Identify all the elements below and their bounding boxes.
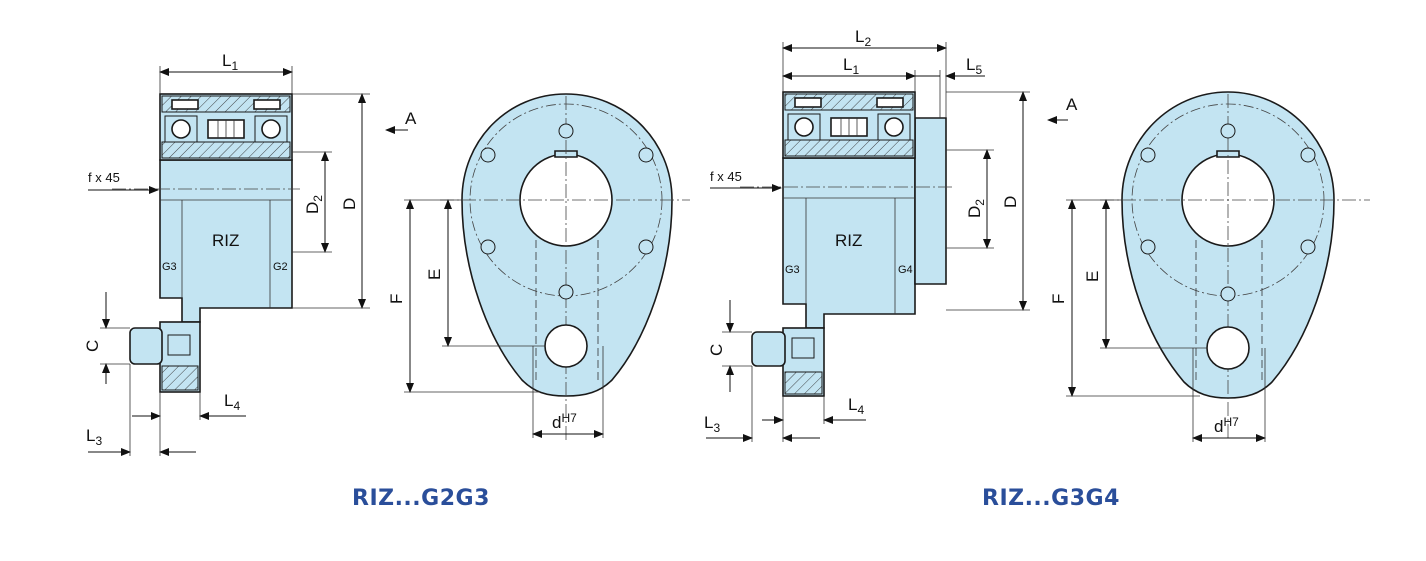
bolt-hole-tr [1300, 147, 1316, 163]
dim-f: F [1049, 294, 1068, 304]
groove-right-label: G2 [273, 261, 288, 273]
bearing-ball-right [884, 117, 904, 137]
chamfer-label: f x 45 [710, 169, 742, 184]
dim-l2: L2 [855, 27, 871, 49]
groove-right-label: G4 [898, 264, 913, 276]
pin [751, 331, 786, 367]
caption: RIZ...G2G3 [352, 486, 490, 511]
pin-bore [791, 337, 815, 359]
bolt-hole-br [638, 239, 654, 255]
diagram-riz-g3g4: RIZ G3 G4 L2 L1 L5 D [704, 27, 1370, 511]
dim-c: C [83, 340, 102, 352]
pin-hole [1206, 326, 1250, 370]
side-dimensions: L2 L1 L5 D D2 f x 45 A [704, 27, 1078, 442]
top-hole [558, 123, 574, 139]
lever-hatch [161, 365, 199, 391]
dim-c: C [707, 344, 726, 356]
dim-l4: L4 [224, 391, 240, 413]
dim-d: D [340, 198, 359, 210]
ring-hatch [161, 141, 291, 159]
dim-d2: D2 [965, 199, 987, 218]
dim-f: F [387, 294, 406, 304]
pin-bore [167, 334, 191, 356]
view-label: A [405, 109, 417, 128]
body-label: RIZ [212, 231, 239, 250]
dim-e: E [1083, 271, 1102, 282]
keyway [1216, 150, 1240, 158]
front-view [440, 93, 690, 440]
dim-d: D [1001, 196, 1020, 208]
side-view: RIZ G3 G4 [740, 91, 955, 397]
dim-l1: L1 [222, 51, 238, 73]
dim-l3: L3 [704, 413, 720, 435]
bolt-hole-tr [638, 147, 654, 163]
body-label: RIZ [835, 231, 862, 250]
bolt-hole-bl [1140, 239, 1156, 255]
ring-hatch [784, 139, 914, 157]
dim-d-bore: dH7 [552, 411, 577, 432]
diagram-riz-g2g3: RIZ G3 G2 L1 D D2 f x 45 A [83, 51, 690, 511]
view-label: A [1066, 95, 1078, 114]
screw-left [171, 99, 199, 110]
top-hole [1220, 123, 1236, 139]
screw-right [253, 99, 281, 110]
groove-left-label: G3 [162, 261, 177, 273]
caption: RIZ...G3G4 [982, 486, 1120, 511]
side-view: RIZ G3 G2 [112, 93, 300, 393]
lever-hatch [784, 371, 823, 395]
bearing-ball-right [261, 119, 281, 139]
groove-left-label: G3 [785, 264, 800, 276]
cover-plate [914, 117, 947, 285]
front-view [1100, 91, 1370, 440]
bolt-hole-br [1300, 239, 1316, 255]
pin [129, 327, 163, 365]
front-dimensions: F E dH7 [387, 199, 604, 438]
bolt-hole-tl [480, 147, 496, 163]
dim-l4: L4 [848, 395, 864, 417]
bolt-hole-b [558, 284, 574, 300]
dim-d2: D2 [303, 195, 325, 214]
dim-l1: L1 [843, 55, 859, 77]
dim-l5: L5 [966, 55, 982, 77]
front-dimensions: F E dH7 [1049, 199, 1266, 442]
bearing-ball-left [794, 117, 814, 137]
chamfer-label: f x 45 [88, 170, 120, 185]
dim-l3: L3 [86, 426, 102, 448]
pin-hole [544, 324, 588, 368]
bolt-hole-bl [480, 239, 496, 255]
side-dimensions: L1 D D2 f x 45 A C [83, 51, 417, 456]
bolt-hole-b [1220, 286, 1236, 302]
dim-d-bore: dH7 [1214, 415, 1239, 436]
dim-e: E [425, 269, 444, 280]
bolt-hole-tl [1140, 147, 1156, 163]
screw-right [876, 97, 904, 108]
bearing-ball-left [171, 119, 191, 139]
screw-left [794, 97, 822, 108]
